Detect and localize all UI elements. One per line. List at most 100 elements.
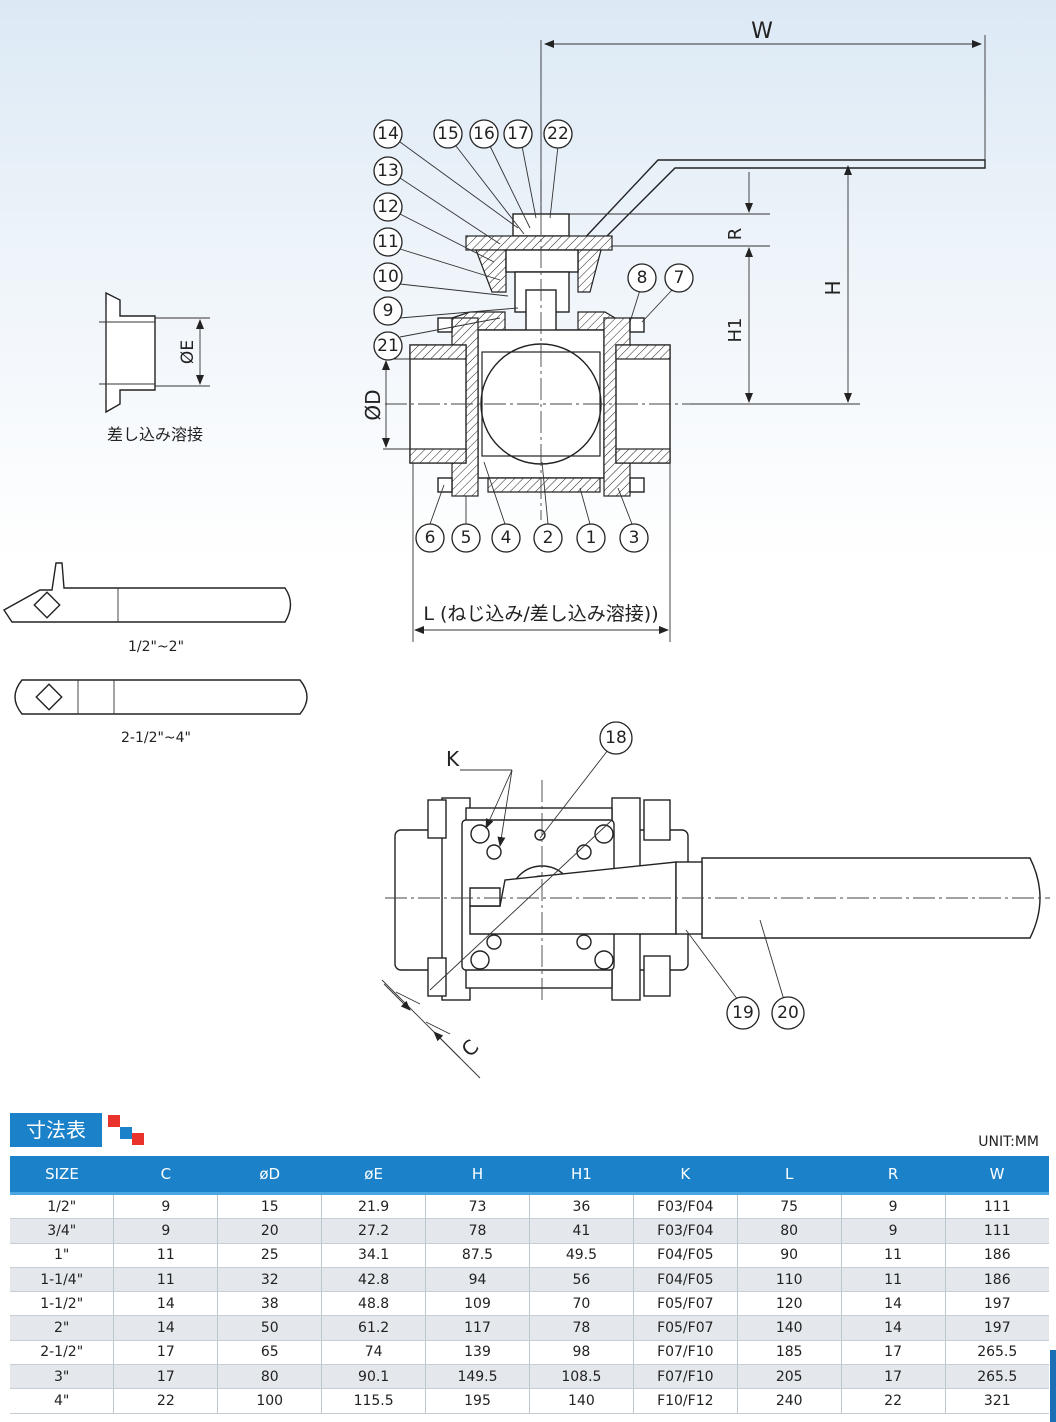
column-header: H1 [529,1156,634,1195]
callout-21: 21 [373,331,403,361]
callout-4: 4 [491,523,521,553]
svg-text:2: 2 [543,528,554,548]
edge-decoration [1050,1350,1056,1422]
svg-text:4: 4 [501,528,512,548]
column-header: L [737,1156,842,1195]
table-cell: 78 [529,1315,634,1341]
svg-text:11: 11 [377,232,399,252]
callout-20: 20 [771,996,805,1030]
table-cell: 41 [529,1218,634,1244]
callout-17: 17 [503,119,533,149]
svg-text:19: 19 [732,1003,754,1023]
svg-text:22: 22 [547,124,569,144]
callout-13: 13 [373,156,403,186]
callout-16: 16 [469,119,499,149]
table-cell: 1-1/4" [10,1267,115,1293]
table-cell: 140 [529,1388,634,1414]
table-cell: 109 [425,1291,530,1317]
table-cell: 2" [10,1315,115,1341]
svg-text:16: 16 [473,124,495,144]
table-cell: 80 [737,1218,842,1244]
table-cell: F03/F04 [633,1218,738,1244]
table-cell: 2-1/2" [10,1340,115,1366]
table-cell: 111 [945,1218,1049,1244]
table-cell: 149.5 [425,1364,530,1390]
table-cell: F07/F10 [633,1364,738,1390]
callout-8: 8 [627,263,657,293]
callout-22: 22 [543,119,573,149]
dim-k-label: K [446,747,460,771]
table-cell: 36 [529,1193,634,1220]
table-cell: 1" [10,1243,115,1268]
table-cell: 9 [841,1193,946,1220]
table-cell: 120 [737,1291,842,1317]
table-cell: F07/F10 [633,1340,738,1366]
callout-1: 1 [576,523,606,553]
table-cell: 20 [217,1218,323,1244]
table-cell: 90 [737,1243,842,1268]
table-cell: 321 [945,1388,1049,1414]
table-cell: F05/F07 [633,1291,738,1317]
callout-11: 11 [373,227,403,257]
table-cell: 48.8 [321,1291,427,1317]
callout-5: 5 [451,523,481,553]
table-cell: 98 [529,1340,634,1366]
callout-14: 14 [373,119,403,149]
table-cell: 14 [841,1291,946,1317]
table-cell: 94 [425,1267,530,1293]
column-header: øE [321,1156,426,1195]
column-header: SIZE [10,1156,114,1195]
table-cell: F05/F07 [633,1315,738,1341]
handle-small: 1/2"~2" [2,562,292,655]
callout-18: 18 [599,721,633,755]
svg-text:5: 5 [461,528,472,548]
dim-r-label: R [725,228,746,241]
table-cell: 17 [113,1364,219,1390]
table-cell: 34.1 [321,1243,427,1268]
table-cell: 265.5 [945,1364,1049,1390]
table-cell: 22 [113,1388,219,1414]
table-cell: 9 [113,1193,219,1220]
table-cell: 117 [425,1315,530,1341]
table-cell: 49.5 [529,1243,634,1268]
table-cell: 11 [841,1267,946,1293]
column-header: øD [217,1156,322,1195]
dim-d-label: ØD [361,389,385,420]
column-header: H [425,1156,530,1195]
callout-15: 15 [433,119,463,149]
callout-10: 10 [373,262,403,292]
table-cell: 11 [841,1243,946,1268]
table-cell: F10/F12 [633,1388,738,1414]
svg-text:10: 10 [377,267,399,287]
svg-text:7: 7 [674,268,685,288]
table-cell: 9 [113,1218,219,1244]
table-title: 寸法表 [10,1113,102,1147]
socket-weld-caption: 差し込み溶接 [107,425,203,444]
top-view [385,780,1050,1001]
table-cell: 111 [945,1193,1049,1220]
table-cell: 186 [945,1243,1049,1268]
dim-c-label: C [457,1035,484,1062]
svg-text:18: 18 [605,728,627,748]
table-cell: 14 [841,1315,946,1341]
table-cell: 38 [217,1291,323,1317]
table-cell: 140 [737,1315,842,1341]
blue-square-decoration [120,1127,132,1139]
table-cell: 75 [737,1193,842,1220]
table-cell: 186 [945,1267,1049,1293]
table-cell: 17 [841,1364,946,1390]
handle-large: 2-1/2"~4" [14,679,308,746]
callout-6: 6 [415,523,445,553]
svg-text:12: 12 [377,197,399,217]
table-cell: 11 [113,1267,219,1293]
svg-text:6: 6 [425,528,436,548]
callout-12: 12 [373,192,403,222]
red-square-decoration [132,1133,144,1145]
table-cell: 139 [425,1340,530,1366]
